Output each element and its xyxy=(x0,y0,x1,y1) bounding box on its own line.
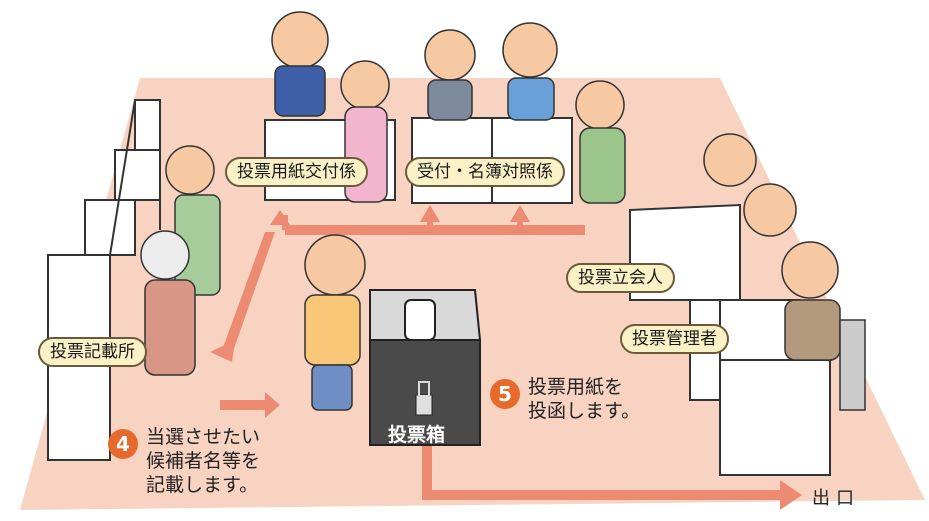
step-5-line-2: 投函します。 xyxy=(528,400,641,422)
label-ballot-box: 投票箱 xyxy=(388,424,446,446)
label-writing-booth: 投票記載所 xyxy=(38,337,147,367)
step-4-line-1: 当選させたい xyxy=(146,426,261,448)
label-manager: 投票管理者 xyxy=(620,324,729,354)
step-5-number: 5 xyxy=(490,379,520,409)
step-4-line-3: 記載します。 xyxy=(146,474,259,496)
step-4-description: 当選させたい 候補者名等を 記載します。 xyxy=(146,425,260,497)
label-reception: 受付・名簿対照係 xyxy=(405,157,565,187)
label-witness: 投票立会人 xyxy=(566,263,675,293)
step-4: 4 当選させたい 候補者名等を 記載します。 xyxy=(108,425,260,497)
exit-label: 出口 xyxy=(812,488,860,509)
step-4-number: 4 xyxy=(108,429,138,459)
people xyxy=(140,11,866,411)
step-5-line-1: 投票用紙を xyxy=(528,376,624,398)
step-5-description: 投票用紙を 投函します。 xyxy=(528,375,640,423)
flow-arrows xyxy=(210,205,802,510)
label-ballot-issue: 投票用紙交付係 xyxy=(225,157,368,187)
step-4-line-2: 候補者名等を xyxy=(146,450,261,472)
step-5: 5 投票用紙を 投函します。 xyxy=(490,375,640,423)
ballot-box-graphic xyxy=(369,289,482,446)
